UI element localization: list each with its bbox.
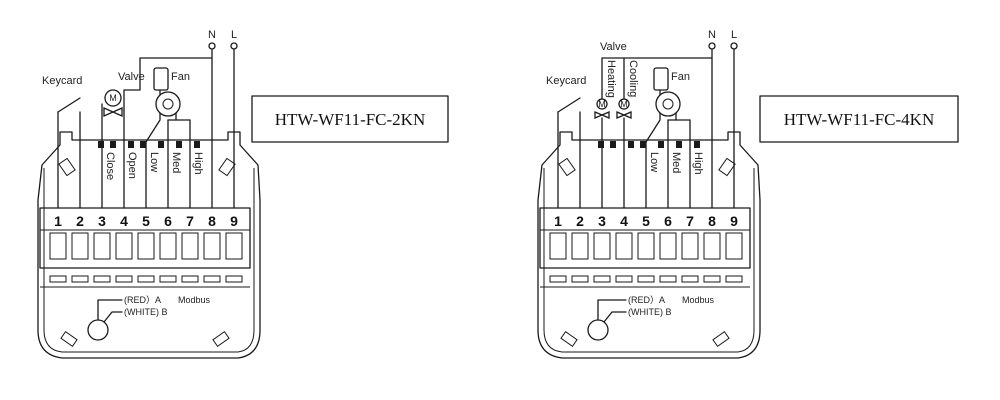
wires: [557, 49, 735, 209]
modbus-a-label: (RED）A: [124, 295, 161, 305]
terminal-number: 6: [164, 213, 172, 229]
modbus-label: Modbus: [178, 295, 211, 305]
thermostat-body: [37, 131, 261, 359]
terminal-number: 7: [686, 213, 694, 229]
terminal-block: [39, 207, 251, 269]
modbus-b-label: (WHITE) B: [628, 307, 672, 317]
terminal-label-med: Med: [670, 152, 682, 173]
neutral-terminal: [708, 42, 716, 50]
modbus-label: Modbus: [682, 295, 715, 305]
terminal-number: 7: [186, 213, 194, 229]
cooling-label: Cooling: [627, 60, 639, 97]
line-terminal: [730, 42, 738, 50]
valve-label: Valve: [118, 71, 145, 83]
screw-slot: [718, 157, 736, 177]
terminal-numbers: 1 2 3 4 5 6 7 8 9: [54, 213, 238, 229]
terminal-pads: [549, 275, 743, 283]
terminal-numbers: 1 2 3 4 5 6 7 8 9: [554, 213, 738, 229]
line-label: L: [731, 29, 737, 41]
wires: [57, 49, 235, 209]
terminal-screws: [549, 232, 743, 260]
modbus-connector: (RED）A (WHITE) B Modbus: [87, 295, 211, 341]
terminal-label-open: Open: [126, 152, 138, 179]
terminal-number: 1: [554, 213, 562, 229]
modbus-connector: (RED）A (WHITE) B Modbus: [587, 295, 715, 341]
neutral-label: N: [708, 29, 716, 41]
model-name: HTW-WF11-FC-2KN: [275, 110, 425, 129]
terminal-label-low: Low: [148, 152, 160, 172]
neutral-label: N: [208, 29, 216, 41]
fan-symbol: [653, 67, 681, 117]
terminal-tabs-top: [598, 141, 700, 148]
fan-label: Fan: [671, 71, 690, 83]
heating-valve-symbol: M: [594, 98, 610, 119]
neutral-terminal: [208, 42, 216, 50]
terminal-number: 6: [664, 213, 672, 229]
terminal-number: 8: [708, 213, 716, 229]
terminal-number: 2: [76, 213, 84, 229]
terminal-label-close: Close: [104, 152, 116, 180]
terminal-label-low: Low: [648, 152, 660, 172]
line-terminal: [230, 42, 238, 50]
screw-slot: [558, 157, 576, 177]
modbus-a-label: (RED）A: [628, 295, 665, 305]
terminal-label-med: Med: [170, 152, 182, 173]
terminal-number: 3: [98, 213, 106, 229]
screw-slot: [218, 157, 236, 177]
screw-slot: [60, 331, 78, 347]
terminal-number: 5: [142, 213, 150, 229]
model-name: HTW-WF11-FC-4KN: [784, 110, 934, 129]
terminal-label-high: High: [192, 152, 204, 175]
svg-text:M: M: [109, 93, 117, 103]
terminal-screws: [49, 232, 243, 260]
line-label: L: [231, 29, 237, 41]
terminal-label-high: High: [692, 152, 704, 175]
terminal-number: 4: [120, 213, 128, 229]
keycard-label: Keycard: [546, 75, 586, 87]
screw-slot: [58, 157, 76, 177]
terminal-number: 3: [598, 213, 606, 229]
modbus-b-label: (WHITE) B: [124, 307, 168, 317]
screw-slot: [712, 331, 730, 347]
terminal-number: 5: [642, 213, 650, 229]
terminal-number: 4: [620, 213, 628, 229]
model-box: [759, 95, 959, 143]
screw-slot: [212, 331, 230, 347]
terminal-number: 2: [576, 213, 584, 229]
terminal-pads: [49, 275, 243, 283]
cooling-valve-symbol: M: [616, 98, 632, 119]
wiring-diagram-2kn: 1 2 3 4 5 6 7 8 9: [37, 29, 449, 359]
valve-label: Valve: [600, 41, 627, 53]
svg-text:M: M: [598, 99, 606, 109]
terminal-tabs-top: [98, 141, 200, 148]
terminal-number: 9: [230, 213, 238, 229]
wiring-diagram-4kn: 1 2 3 4 5 6 7 8 9: [537, 29, 959, 359]
valve-symbol: M: [103, 89, 123, 118]
model-box: [251, 95, 449, 143]
keycard-switch: [57, 97, 81, 113]
svg-text:M: M: [620, 99, 628, 109]
keycard-label: Keycard: [42, 75, 82, 87]
thermostat-body: [537, 131, 761, 359]
terminal-block: [539, 207, 751, 269]
keycard-switch: [557, 97, 581, 113]
terminal-number: 8: [208, 213, 216, 229]
fan-label: Fan: [171, 71, 190, 83]
terminal-number: 9: [730, 213, 738, 229]
heating-label: Heating: [605, 60, 617, 98]
fan-symbol: [153, 67, 181, 117]
screw-slot: [560, 331, 578, 347]
terminal-number: 1: [54, 213, 62, 229]
